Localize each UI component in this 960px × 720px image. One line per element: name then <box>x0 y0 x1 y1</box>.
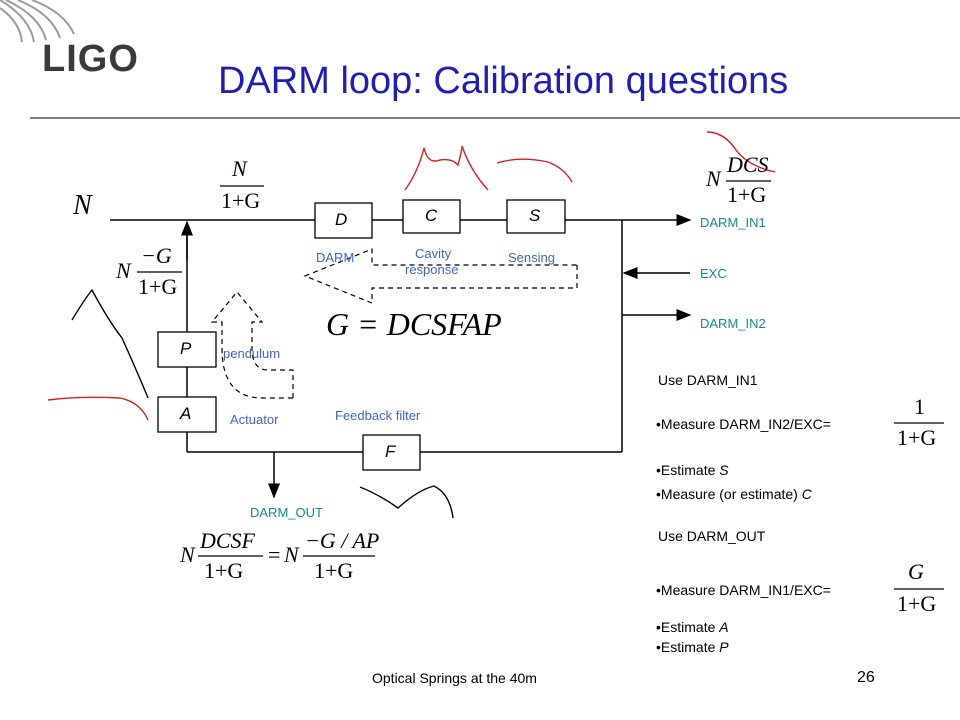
eq-ng-num: −G <box>141 243 172 268</box>
eq-out-num-1: DCSF <box>200 528 255 553</box>
frac2-num: G <box>908 559 924 584</box>
sensing-label: Sensing <box>508 250 555 265</box>
input-n: N <box>73 190 92 221</box>
eq-out-equals: = <box>268 542 281 567</box>
page-title: DARM loop: Calibration questions <box>218 60 789 102</box>
block-a <box>157 396 217 433</box>
actuator-label: Actuator <box>230 412 279 427</box>
open-loop-equation: G = DCSFAP <box>326 306 502 342</box>
block-f <box>362 434 421 471</box>
curved-arrow-icon <box>210 291 294 399</box>
feedback-filter-label: Feedback filter <box>335 408 421 423</box>
note-measure-c-text: •Measure (or estimate) <box>656 486 802 502</box>
main-wiring <box>110 219 623 453</box>
note-use-darm-in1: Use DARM_IN1 <box>658 372 758 388</box>
block-c <box>402 199 461 234</box>
block-p <box>157 331 217 368</box>
note-estimate-p-text: •Estimate <box>656 639 720 655</box>
eq-n-over-1g-num: N <box>232 156 247 181</box>
note-estimate-s-text: •Estimate <box>656 462 720 478</box>
note-estimate-s: •Estimate S <box>656 462 729 478</box>
block-d <box>314 202 373 239</box>
eq-dcs-den: 1+G <box>727 182 767 207</box>
darm-in2-label: DARM_IN2 <box>700 316 766 331</box>
note-use-darm-out: Use DARM_OUT <box>658 528 766 544</box>
eq-dcs-num: DCS <box>727 152 769 177</box>
block-s <box>506 199 566 234</box>
eq-out-den-1: 1+G <box>204 558 244 583</box>
pendulum-label: pendulum <box>223 346 281 361</box>
frac1-num: 1 <box>914 394 925 419</box>
equation-bars <box>137 180 944 590</box>
dashed-loop-arrow <box>303 248 578 304</box>
page-number: 26 <box>857 669 875 686</box>
note-estimate-s-var: S <box>719 462 729 478</box>
note-estimate-a-text: •Estimate <box>656 619 720 635</box>
note-measure-in2-exc: •Measure DARM_IN2/EXC= <box>656 416 831 432</box>
cavity-label: Cavity <box>415 246 452 261</box>
note-estimate-a: •Estimate A <box>656 619 729 635</box>
darm-out-label: DARM_OUT <box>250 505 323 520</box>
block-p-label: P <box>180 339 192 358</box>
response-label: response <box>405 262 459 277</box>
block-a-label: A <box>180 404 192 423</box>
block-d-label: D <box>335 210 348 229</box>
eq-ng-prefix: N <box>116 258 131 283</box>
eq-out-prefix-2: N <box>284 542 299 567</box>
ligo-logo-swirl-icon <box>0 0 75 43</box>
exc-label: EXC <box>700 266 727 281</box>
eq-out-prefix-1: N <box>180 542 195 567</box>
frac2-den: 1+G <box>897 591 937 616</box>
note-measure-c-var: C <box>801 486 812 502</box>
pendulum-sketches <box>71 288 454 519</box>
transfer-function-sketches <box>47 131 776 421</box>
eq-out-num-2: −G / AP <box>305 528 380 553</box>
eq-dcs-prefix: N <box>706 166 721 191</box>
note-estimate-p: •Estimate P <box>656 639 729 655</box>
eq-n-over-1g-den: 1+G <box>221 188 261 213</box>
footer-text: Optical Springs at the 40m <box>372 670 537 686</box>
darm-in1-label: DARM_IN1 <box>700 215 766 230</box>
block-c-label: C <box>425 206 438 225</box>
darm-label: DARM <box>316 250 355 265</box>
note-estimate-p-var: P <box>719 639 729 655</box>
note-measure-c: •Measure (or estimate) C <box>656 486 812 502</box>
note-estimate-a-var: A <box>719 619 729 635</box>
frac1-den: 1+G <box>897 425 937 450</box>
note-measure-in1-exc: •Measure DARM_IN1/EXC= <box>656 582 831 598</box>
block-f-label: F <box>385 442 396 461</box>
eq-ng-den: 1+G <box>138 274 178 299</box>
block-s-label: S <box>529 206 541 225</box>
ligo-logo: LIGO <box>42 38 139 80</box>
eq-out-den-2: 1+G <box>314 558 354 583</box>
